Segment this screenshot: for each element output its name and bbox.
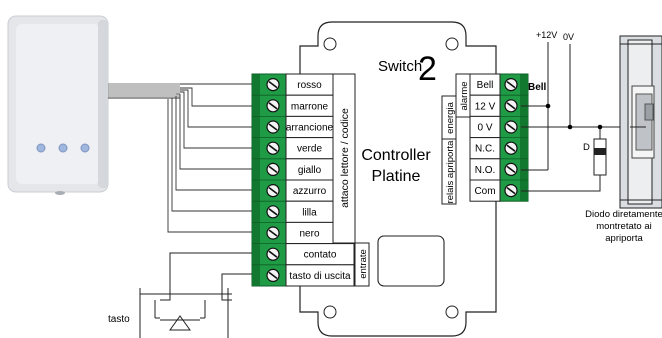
terminal-label-box bbox=[469, 179, 501, 202]
exit-button-symbol bbox=[139, 252, 252, 338]
diode-caption-line1: Diodo diretamente bbox=[585, 209, 662, 220]
left-terminal: marrone bbox=[252, 94, 334, 117]
right-terminal-label: Bell bbox=[477, 80, 494, 91]
brand-word: Switch bbox=[378, 58, 422, 75]
right-terminal: 0 V bbox=[469, 115, 528, 139]
right-terminal-label: N.O. bbox=[475, 165, 496, 176]
left-terminal: lilla bbox=[252, 200, 334, 223]
right-group-alarm-label: alarme bbox=[459, 81, 470, 110]
left-terminal-label: tasto di uscita bbox=[289, 271, 351, 282]
reader-cable bbox=[108, 83, 180, 99]
left-terminal-label: giallo bbox=[298, 165, 322, 176]
left-terminal-label: rosso bbox=[297, 80, 322, 91]
reader-led-3 bbox=[80, 143, 90, 153]
diode-symbol bbox=[593, 138, 607, 176]
power-zero-label: 0V bbox=[563, 32, 574, 42]
diode-caption-line3: apriporta bbox=[605, 233, 643, 244]
right-side-bell-label: Bell bbox=[528, 82, 547, 93]
right-terminal-label: 0 V bbox=[477, 123, 492, 134]
diode-letter: D bbox=[583, 142, 590, 153]
right-terminal: Bell bbox=[469, 73, 528, 96]
reader-wires bbox=[108, 83, 252, 233]
right-terminal: N.C. bbox=[469, 137, 528, 160]
left-terminal: verde bbox=[252, 137, 334, 160]
junction-dot-2 bbox=[567, 124, 573, 130]
left-group-reader: attaco lettore / codice bbox=[332, 73, 356, 244]
left-terminal-strip: rosso marrone arrancione verde giallo azzurro… bbox=[251, 73, 355, 287]
power-rails bbox=[521, 42, 630, 192]
left-group-inputs-label: entrate bbox=[358, 249, 369, 279]
left-terminal-label: nero bbox=[299, 229, 319, 240]
right-group-power: energia bbox=[441, 95, 457, 140]
right-terminal-label: Com bbox=[474, 186, 495, 197]
diode-caption-line2: montretato ai bbox=[596, 221, 651, 232]
left-terminal: azzurro bbox=[252, 179, 334, 202]
reader-led-2 bbox=[58, 143, 68, 153]
reader-led-1 bbox=[36, 143, 46, 153]
door-strike bbox=[619, 35, 662, 209]
left-terminal-label: verde bbox=[297, 144, 322, 155]
power-plus-label: +12V bbox=[536, 30, 557, 40]
right-terminal: N.O. bbox=[469, 158, 528, 181]
controller-title-line1: Controller bbox=[361, 147, 431, 164]
right-terminal-strip: Bell 12 V 0 V N.C. N.O. Com bbox=[469, 73, 529, 202]
controller-title-line2: Platine bbox=[372, 168, 421, 185]
right-group-relay: relais apriporta bbox=[441, 138, 457, 205]
brand-number: 2 bbox=[418, 50, 437, 88]
right-group-alarm: alarme bbox=[455, 73, 471, 118]
left-terminal: giallo bbox=[252, 158, 334, 181]
right-terminal: 12 V bbox=[469, 94, 528, 117]
left-terminal: contato bbox=[252, 243, 355, 266]
left-terminal-label: contato bbox=[304, 250, 337, 261]
exit-button-label: tasto bbox=[108, 314, 130, 325]
left-group-inputs: entrate bbox=[354, 242, 370, 287]
left-terminal-label: lilla bbox=[302, 207, 317, 218]
left-terminal: tasto di uscita bbox=[252, 264, 355, 287]
junction-dot-1 bbox=[545, 103, 551, 109]
right-group-power-label: energia bbox=[445, 101, 456, 133]
left-terminal-label: marrone bbox=[291, 101, 329, 112]
left-terminal: nero bbox=[252, 221, 334, 245]
right-group-relay-label: relais apriporta bbox=[445, 140, 456, 204]
card-reader bbox=[7, 15, 109, 195]
left-terminal-label: arrancione bbox=[286, 123, 334, 134]
left-terminal: arrancione bbox=[252, 115, 334, 139]
left-terminal-label: azzurro bbox=[293, 186, 327, 197]
right-terminal-label: 12 V bbox=[475, 101, 496, 112]
right-terminal-label: N.C. bbox=[475, 144, 495, 155]
terminal-label-box bbox=[285, 264, 355, 287]
junction-dot-3 bbox=[597, 124, 603, 130]
left-group-reader-label: attaco lettore / codice bbox=[339, 108, 351, 208]
